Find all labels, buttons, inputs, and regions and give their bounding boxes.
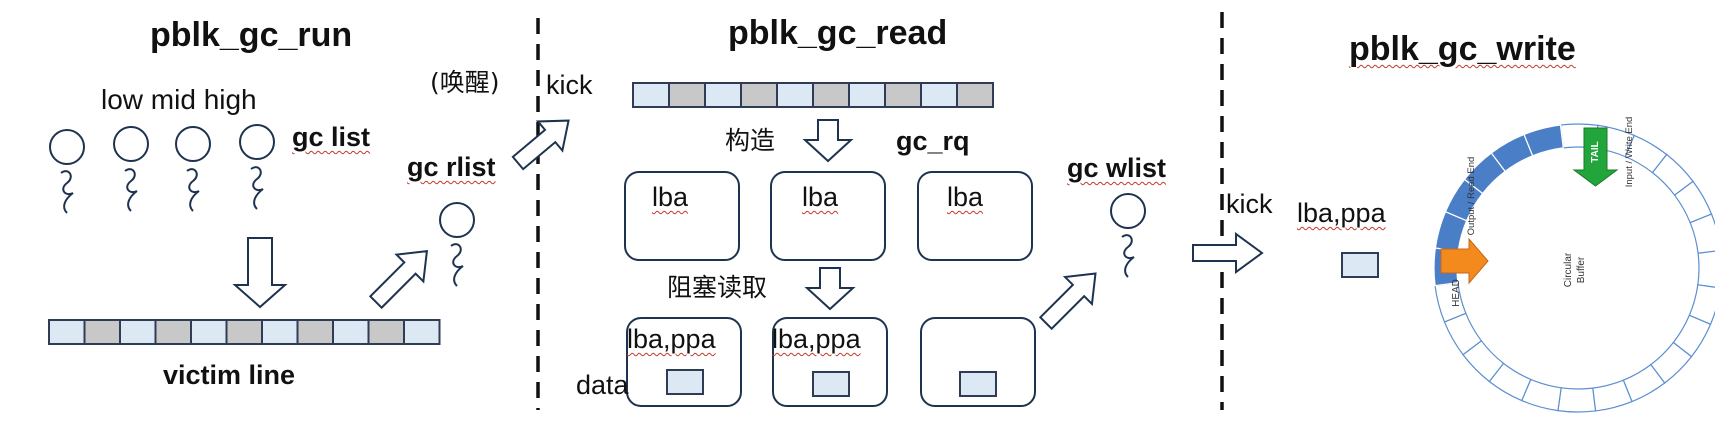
- victim-line-label: victim line: [163, 360, 296, 390]
- victim-line-cell: [261, 319, 299, 345]
- read-line-cell: [632, 82, 670, 108]
- head-arrow: [1440, 237, 1489, 285]
- victim-line-cell: [403, 319, 441, 345]
- read-line-cell: [956, 82, 994, 108]
- read-line-cell: [740, 82, 778, 108]
- gc-rq-label: gc_rq: [896, 126, 970, 156]
- gc-wlist-node: [1110, 193, 1146, 278]
- circular-buffer: [1433, 123, 1715, 413]
- list-squiggle-1: [60, 170, 74, 214]
- list-node-1: [49, 129, 85, 165]
- title-gc-write: pblk_gc_write: [1349, 30, 1576, 68]
- data-box-1: [626, 317, 742, 407]
- victim-line-cell: [48, 319, 86, 345]
- buffer-center-line1: Circular: [1563, 252, 1574, 287]
- construct-down-arrow: [802, 119, 854, 163]
- rq-box-3: [917, 171, 1033, 261]
- list-node-2: [113, 126, 149, 162]
- data-cell-2: [812, 371, 850, 397]
- buffer-output-read-end-label: Output / Read End: [1466, 157, 1477, 236]
- buffer-segment: [1557, 387, 1597, 413]
- gc-wlist-label: gc wlist: [1067, 153, 1167, 183]
- data-cell-1: [666, 369, 704, 395]
- list-squiggle-2: [124, 168, 138, 212]
- data-lba-ppa-2: lba,ppa: [772, 324, 861, 354]
- list-node-4: [239, 124, 275, 160]
- victim-line-cell: [190, 319, 228, 345]
- rq-lba-1: lba: [652, 182, 689, 212]
- data-cells: [666, 369, 997, 397]
- buffer-head-label: HEAD: [1451, 279, 1462, 307]
- buffer-input-write-end-label: Input / Write End: [1624, 117, 1635, 188]
- list-squiggle-3: [186, 168, 200, 212]
- run-down-arrow: [232, 237, 288, 309]
- title-gc-run: pblk_gc_run: [150, 16, 353, 54]
- rq-box-2: [770, 171, 886, 261]
- read-line-cell: [920, 82, 958, 108]
- victim-line-cell: [332, 319, 370, 345]
- data-box-2: [772, 317, 888, 407]
- data-label: data: [576, 370, 629, 400]
- blocking-read-down-arrow: [804, 267, 856, 311]
- list-node-3: [175, 126, 211, 162]
- rq-box-1: [624, 171, 740, 261]
- victim-line-cell: [154, 319, 192, 345]
- read-line-cell: [848, 82, 886, 108]
- read-line-cell: [812, 82, 850, 108]
- write-kick-arrow: [1192, 232, 1264, 274]
- read-line-cell: [776, 82, 814, 108]
- victim-line-bar: [48, 319, 441, 345]
- priority-labels: low mid high: [101, 84, 257, 115]
- read-to-wlist-arrow: [1038, 272, 1097, 331]
- buffer-segment: [1697, 250, 1715, 288]
- data-cell-3: [959, 371, 997, 397]
- blocking-read-label: 阻塞读取: [667, 273, 768, 302]
- victim-line-cell: [296, 319, 334, 345]
- gc-list-label: gc list: [292, 122, 371, 152]
- write-lba-ppa-cell: [1341, 252, 1379, 278]
- list-squiggle-4: [250, 166, 264, 210]
- rlist-to-read-arrow: [511, 119, 570, 171]
- read-line-cell: [668, 82, 706, 108]
- gc-rlist-node: [439, 202, 475, 287]
- construct-label: 构造: [725, 126, 776, 155]
- buffer-center-line2: Buffer: [1576, 256, 1587, 283]
- data-boxes: [626, 317, 1036, 407]
- gc-rlist-label: gc rlist: [407, 152, 496, 182]
- victim-line-cell: [83, 319, 121, 345]
- data-lba-ppa-1: lba,ppa: [627, 324, 716, 354]
- victim-line-cell: [367, 319, 405, 345]
- run-to-rlist-arrow: [368, 249, 429, 310]
- read-line-cell: [884, 82, 922, 108]
- write-kick-label: kick: [1226, 189, 1273, 219]
- wake-label: (唤醒): [430, 68, 500, 97]
- gc-list-nodes: [49, 124, 275, 214]
- victim-line-cell: [119, 319, 157, 345]
- title-gc-read: pblk_gc_read: [728, 14, 948, 52]
- buffer-tail-label: TAIL: [1590, 141, 1601, 162]
- victim-line-cell: [225, 319, 263, 345]
- gc-rq-boxes: [624, 171, 1033, 261]
- tail-arrow: [1572, 127, 1619, 187]
- buffer-segment: [1523, 124, 1564, 157]
- read-line-cell: [704, 82, 742, 108]
- rq-lba-3: lba: [947, 182, 984, 212]
- data-box-3: [920, 317, 1036, 407]
- write-lba-ppa-label: lba,ppa: [1297, 198, 1386, 228]
- read-kick-label: kick: [546, 70, 593, 100]
- read-line-bar: [632, 82, 994, 108]
- rq-lba-2: lba: [802, 182, 839, 212]
